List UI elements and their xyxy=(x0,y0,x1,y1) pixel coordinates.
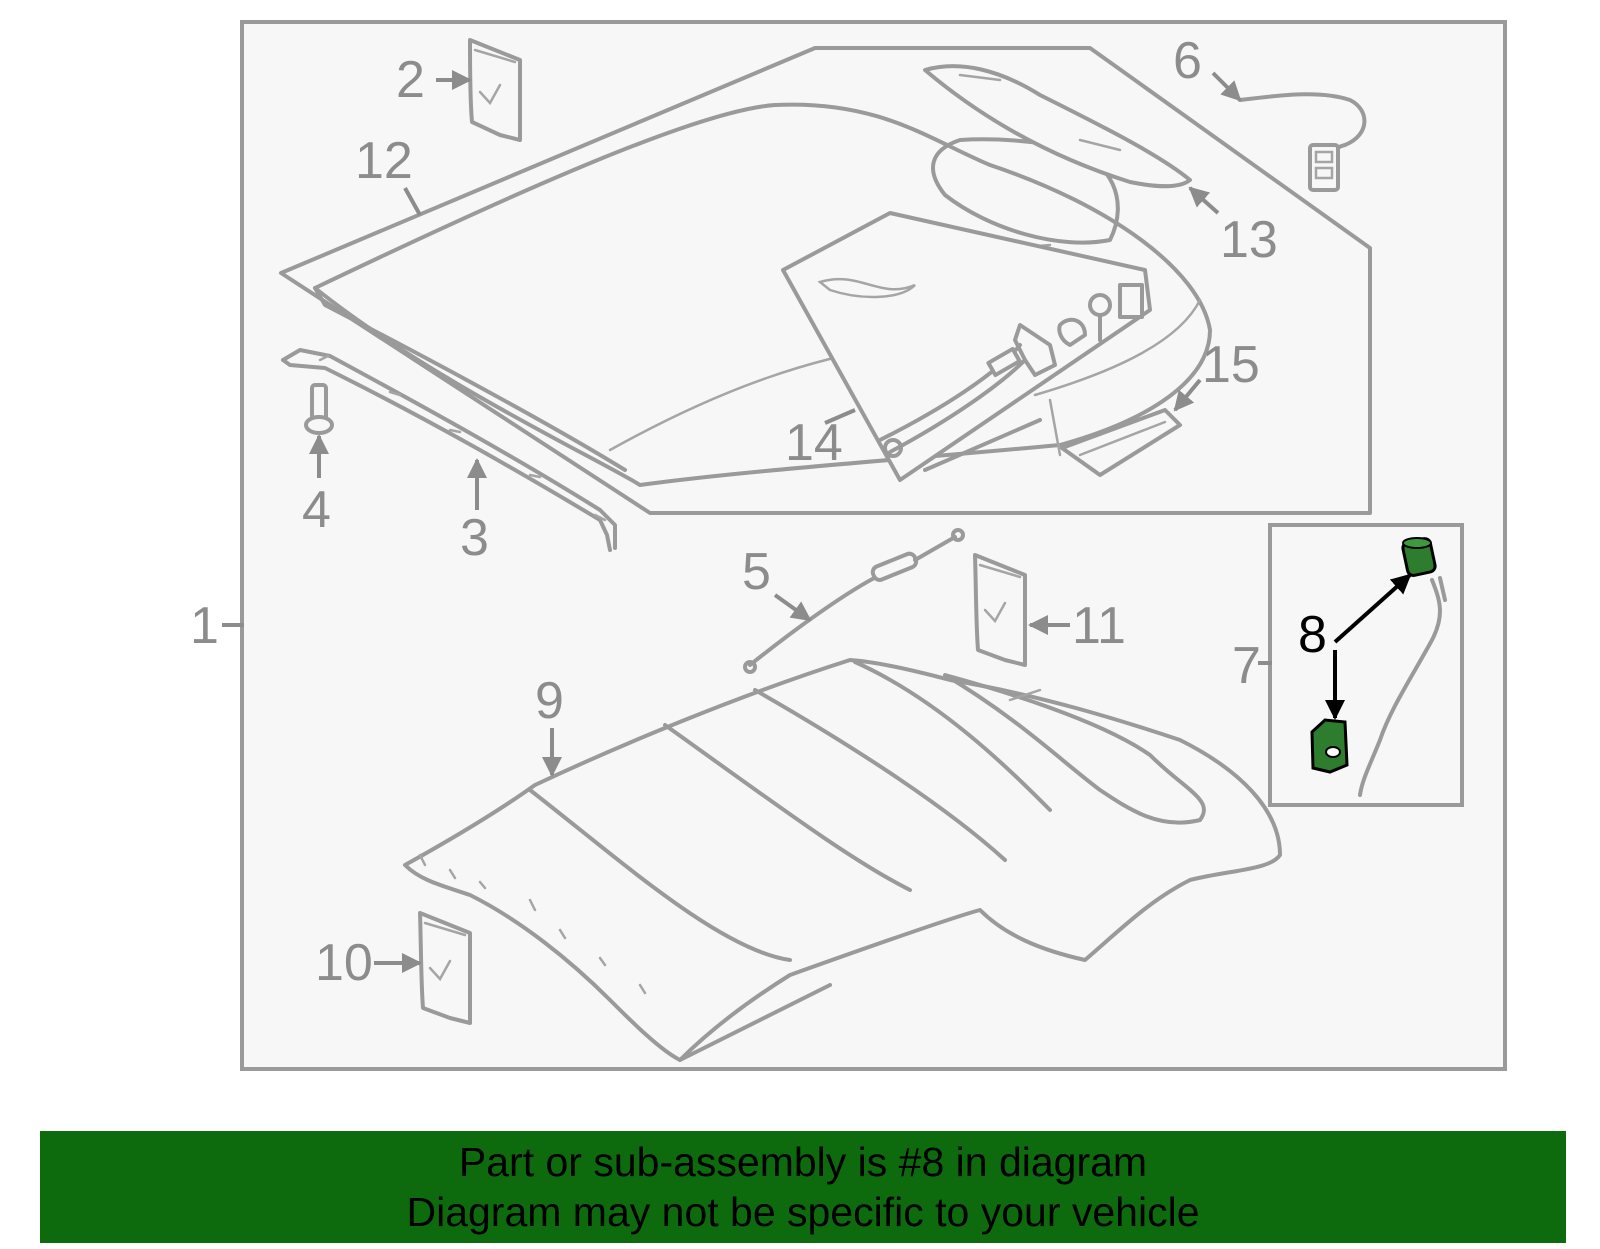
leader-13 xyxy=(1188,186,1220,215)
callout-8: 8 xyxy=(1298,606,1327,664)
leader-8a xyxy=(1333,573,1412,644)
leader-5 xyxy=(773,593,812,622)
callout-5: 5 xyxy=(742,543,771,601)
soft-top xyxy=(403,658,1282,1062)
hardware-bag-2 xyxy=(468,38,522,142)
callout-15: 15 xyxy=(1202,336,1260,394)
callout-11: 11 xyxy=(1072,597,1126,655)
strut-cable xyxy=(743,528,965,674)
rear-window-glass xyxy=(923,64,1192,189)
leader-15 xyxy=(1173,378,1202,412)
side-rail xyxy=(281,348,617,552)
leader-6 xyxy=(1211,71,1242,102)
trim-strip xyxy=(1060,408,1182,477)
latch-rod xyxy=(1358,578,1442,797)
callout-7: 7 xyxy=(1232,637,1261,695)
callout-2: 2 xyxy=(396,51,425,109)
banner-line-1: Part or sub-assembly is #8 in diagram xyxy=(458,1139,1148,1185)
callout-9: 9 xyxy=(535,672,564,730)
wire-harness xyxy=(1238,92,1367,192)
callout-10: 10 xyxy=(315,934,373,992)
part-8-upper-bushing xyxy=(1401,537,1437,577)
bolt xyxy=(304,383,334,435)
part-8-lower-bracket xyxy=(1310,718,1349,774)
leader-14 xyxy=(824,408,856,425)
hardware-bag-11 xyxy=(973,553,1027,667)
callout-4: 4 xyxy=(302,481,331,539)
hardware-detail-panel xyxy=(781,211,1152,482)
callout-6: 6 xyxy=(1173,32,1202,90)
callout-13: 13 xyxy=(1220,211,1278,269)
callout-1: 1 xyxy=(190,597,219,655)
callout-12: 12 xyxy=(355,132,413,190)
banner-line-2: Diagram may not be specific to your vehi… xyxy=(406,1189,1200,1235)
callout-3: 3 xyxy=(460,509,489,567)
hardware-bag-10 xyxy=(418,911,472,1025)
info-banner: Part or sub-assembly is #8 in diagram Di… xyxy=(40,1131,1566,1243)
leader-12 xyxy=(403,187,422,216)
latch-rod-edge xyxy=(1438,576,1447,602)
callout-14: 14 xyxy=(785,414,843,472)
